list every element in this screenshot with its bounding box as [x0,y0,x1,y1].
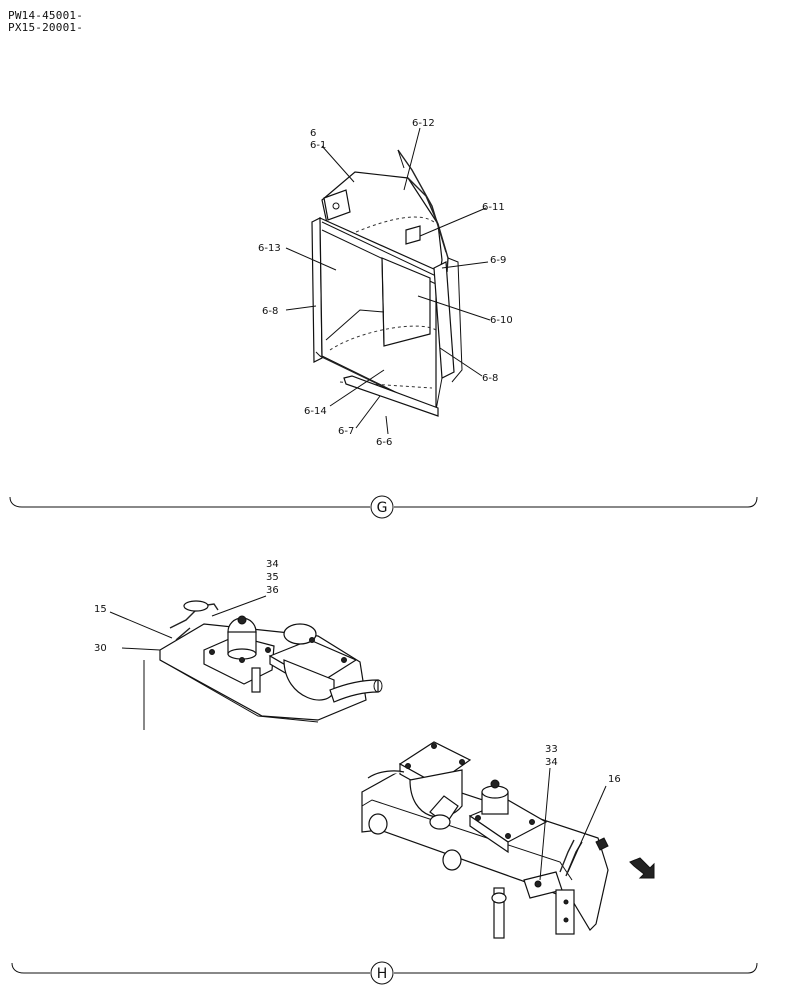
callout-30: 30 [94,643,107,654]
callout-16: 16 [608,774,621,785]
callout-6: 6 [310,128,316,139]
section-h2-callouts: 33 34 16 [545,744,621,785]
callout-35: 35 [266,572,279,583]
section-h2-leaders [539,767,607,881]
valve-frame-illustration [361,741,609,939]
callout-36: 36 [266,585,279,596]
callout-6-10: 6-10 [490,315,513,326]
callout-6-7: 6-7 [338,426,354,437]
callout-6-14: 6-14 [304,406,327,417]
callout-6-13: 6-13 [258,243,281,254]
section-g-marker: G [377,500,388,516]
section-h1-leaders [109,595,267,651]
callout-6-9: 6-9 [490,255,506,266]
callout-15: 15 [94,604,107,615]
callout-6-11: 6-11 [482,202,505,213]
section-h1-callouts: 34 35 36 15 30 [94,559,279,654]
callout-34: 34 [266,559,279,570]
direction-arrow-icon [629,857,655,879]
callout-6-8-right: 6-8 [482,373,498,384]
valve-plate-illustration [143,600,383,730]
section-h-bracket: H [11,961,758,985]
callout-6-1: 6-1 [310,140,326,151]
section-h-marker: H [377,966,388,982]
model-number-2: PX15-20001- [8,21,84,34]
section-g-callouts: 6 6-1 6-12 6-11 6-13 6-9 6-8 6-10 6-8 6-… [258,118,513,448]
model-number-1: PW14-45001- [8,9,84,22]
callout-6-8-left: 6-8 [262,306,278,317]
section-g-bracket: G [9,495,758,519]
callout-34-lower: 34 [545,757,558,768]
callout-33: 33 [545,744,558,755]
callout-6-12: 6-12 [412,118,435,129]
duct-assembly-illustration [311,149,463,417]
callout-6-6: 6-6 [376,437,392,448]
section-g-leaders [285,127,491,435]
